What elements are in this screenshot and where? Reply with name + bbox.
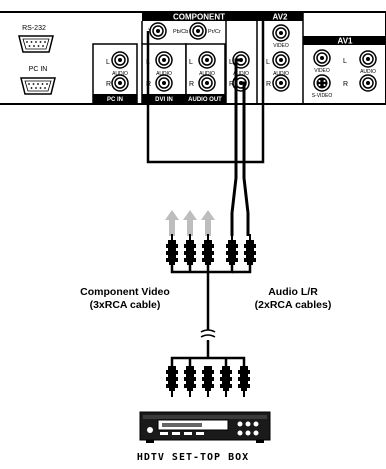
component-title: COMPONENT (173, 13, 225, 22)
audio-out-r-jack[interactable] (198, 74, 216, 92)
av1-video-jack[interactable] (313, 49, 331, 67)
pc-in-label: PC IN (29, 66, 48, 73)
pc-in-box-label: PC IN (107, 97, 123, 103)
dvi-in-audio-label: AUDIO (156, 71, 172, 77)
av1-title: AV1 (338, 37, 354, 46)
av2-audio-l-jack[interactable] (272, 51, 290, 69)
av1-audio-l-jack[interactable] (359, 50, 377, 68)
av1-video-label: VIDEO (314, 68, 330, 74)
av2-group: AV2 VIDEO L AUDIO R (257, 12, 304, 103)
rs232-label: RS-232 (22, 25, 46, 32)
audio-out-r-label: R (189, 81, 194, 88)
dvi-in-audio-l-jack[interactable] (155, 51, 173, 69)
component-pb-jack[interactable] (189, 22, 207, 40)
av1-l-label: L (343, 58, 347, 65)
av2-video-jack[interactable] (272, 24, 290, 42)
component-group: COMPONENT Y Pb/Cb Pr/Cr L AUDIO R (141, 12, 258, 103)
av2-audio-r-jack[interactable] (272, 74, 290, 92)
audio-caption-line2: (2xRCA cables) (254, 299, 332, 311)
component-audio-label: AUDIO (233, 71, 249, 77)
pc-in-audio-l-jack[interactable] (111, 51, 129, 69)
av2-r-label: R (266, 81, 271, 88)
component-pr-label: Pr/Cr (208, 29, 221, 35)
audio-caption-line1: Audio L/R (268, 286, 318, 298)
pc-in-audio-group: L AUDIO R PC IN (92, 43, 138, 104)
av2-title: AV2 (273, 13, 289, 22)
av1-s-video-jack[interactable] (313, 74, 331, 92)
audio-out-group: L AUDIO R AUDIO OUT (185, 43, 226, 104)
av1-audio-label: AUDIO (360, 69, 376, 75)
av1-s-video-label: S-VIDEO (312, 93, 333, 99)
av2-audio-label: AUDIO (273, 71, 289, 77)
audio-out-audio-label: AUDIO (199, 71, 215, 77)
audio-caption: Audio L/R (2xRCA cables) (238, 286, 348, 312)
av1-r-label: R (343, 81, 348, 88)
tv-rear-panel: RS-232 PC IN L AUDIO R PC IN L AUDIO R D… (0, 11, 386, 105)
pc-in-port[interactable] (20, 77, 56, 95)
lower-rca-plugs (166, 366, 250, 397)
component-video-caption-line2: (3xRCA cable) (89, 299, 161, 311)
av2-video-label: VIDEO (273, 43, 289, 49)
av2-l-label: L (266, 59, 270, 66)
device-title: HDTV SET-TOP BOX (136, 452, 250, 463)
av1-audio-r-jack[interactable] (359, 74, 377, 92)
component-direction-arrows (165, 210, 215, 236)
pc-in-r-label: R (106, 81, 111, 88)
audio-cable-path (230, 58, 250, 236)
audio-out-l-jack[interactable] (198, 51, 216, 69)
pc-in-l-label: L (106, 59, 110, 66)
dvi-in-box-label: DVI IN (155, 97, 173, 103)
upper-rca-plugs (166, 234, 256, 265)
pc-in-audio-label: AUDIO (112, 71, 128, 77)
pc-in-audio-r-jack[interactable] (111, 74, 129, 92)
component-video-caption-line1: Component Video (80, 286, 170, 298)
component-l-label: L (229, 59, 233, 66)
audio-out-l-label: L (189, 59, 193, 66)
rs232-port[interactable] (18, 35, 54, 53)
cable-break-mark (200, 329, 216, 338)
audio-out-box-label: AUDIO OUT (188, 97, 222, 103)
component-video-caption: Component Video (3xRCA cable) (60, 286, 190, 312)
component-pb-label: Pb/Cb (173, 29, 188, 35)
set-top-box (139, 411, 271, 443)
dvi-in-audio-r-jack[interactable] (155, 74, 173, 92)
component-cable-path (146, 19, 265, 164)
component-r-label: R (229, 81, 234, 88)
cable-bundle (170, 265, 252, 366)
av1-group: AV1 VIDEO S-VIDEO L AUDIO R (303, 36, 386, 99)
component-y-jack[interactable] (149, 22, 167, 40)
